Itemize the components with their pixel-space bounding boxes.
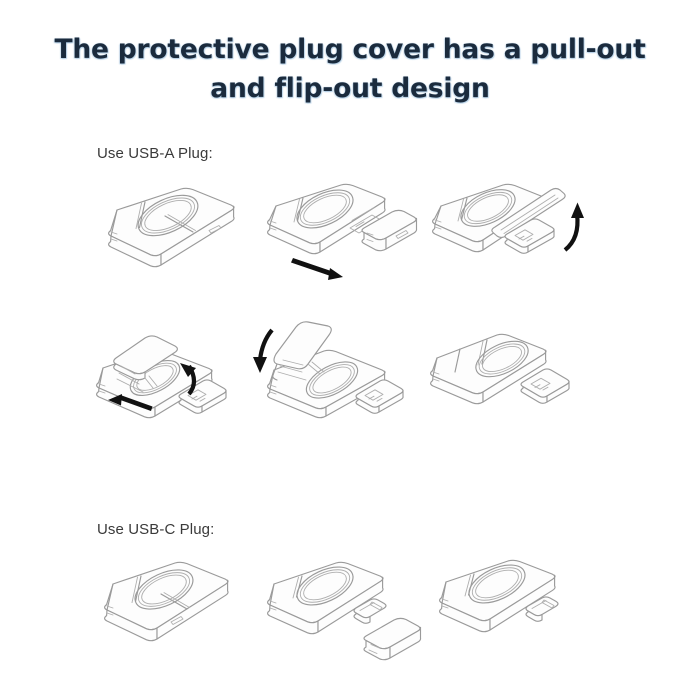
arrow-rotate-back (180, 363, 197, 396)
pulled-out-cover-piece (361, 209, 418, 252)
device-body-closed (108, 187, 235, 268)
cover-folding (272, 321, 332, 381)
device-body-usb-c-exposed (267, 561, 387, 635)
usb-a-connector (178, 379, 227, 414)
arrow-fold-down (253, 328, 274, 373)
device-body-usb-c-ready (439, 559, 559, 633)
page-title: The protective plug cover has a pull-out… (0, 30, 700, 108)
arrow-flip-up (563, 202, 584, 252)
usb-a-connector-extended (520, 368, 570, 404)
arrow-slide-out (291, 258, 343, 280)
step-illustration-a3-connector-flip-up (413, 172, 603, 290)
page-title-line-1: The protective plug cover has a pull-out (54, 34, 646, 65)
section-label-usb-c: Use USB-C Plug: (97, 521, 215, 538)
section-label-usb-a: Use USB-A Plug: (97, 145, 213, 162)
step-illustration-c2-cap-removed (248, 550, 428, 668)
step-illustration-a5-cover-folding-down (246, 312, 426, 430)
usb-a-connector (355, 379, 404, 414)
arrow-slide-left (108, 394, 153, 411)
step-illustration-a1-closed-cover (83, 176, 243, 286)
step-illustration-a6-usb-a-ready (415, 320, 590, 432)
usb-a-connector-flipping (491, 187, 566, 254)
step-illustration-c3-usb-c-exposed (420, 548, 590, 656)
device-body-main (267, 183, 386, 255)
step-illustration-a4-cover-rotating (83, 316, 258, 431)
page-title-line-2: and flip-out design (210, 73, 490, 104)
step-illustration-c1-cap-on (83, 552, 243, 657)
device-body-cap-on (104, 561, 229, 642)
cover-flipped-up (113, 335, 178, 393)
detached-usb-c-cap (363, 617, 422, 661)
step-illustration-a2-cover-slid-out (246, 176, 421, 291)
device-body-usb-a-ready (430, 333, 547, 405)
